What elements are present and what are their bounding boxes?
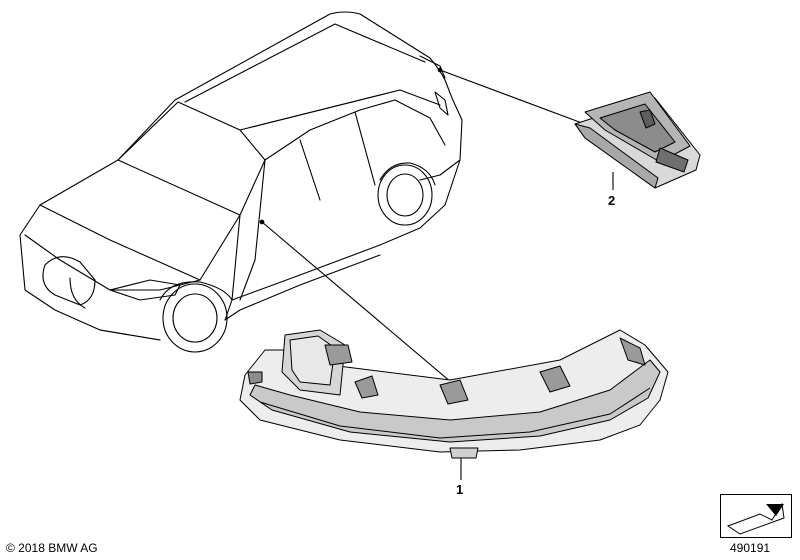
part-1-turn-signal bbox=[239, 329, 669, 459]
direction-arrow-icon bbox=[720, 494, 792, 538]
vehicle-outline bbox=[19, 11, 463, 353]
diagram-number: 490191 bbox=[730, 541, 771, 555]
callout-part-1: 1 bbox=[456, 482, 464, 497]
part-2-light-unit bbox=[574, 91, 701, 189]
copyright-text: © 2018 BMW AG bbox=[6, 541, 98, 555]
callout-part-2: 2 bbox=[608, 193, 616, 208]
leader-lines bbox=[259, 67, 614, 480]
